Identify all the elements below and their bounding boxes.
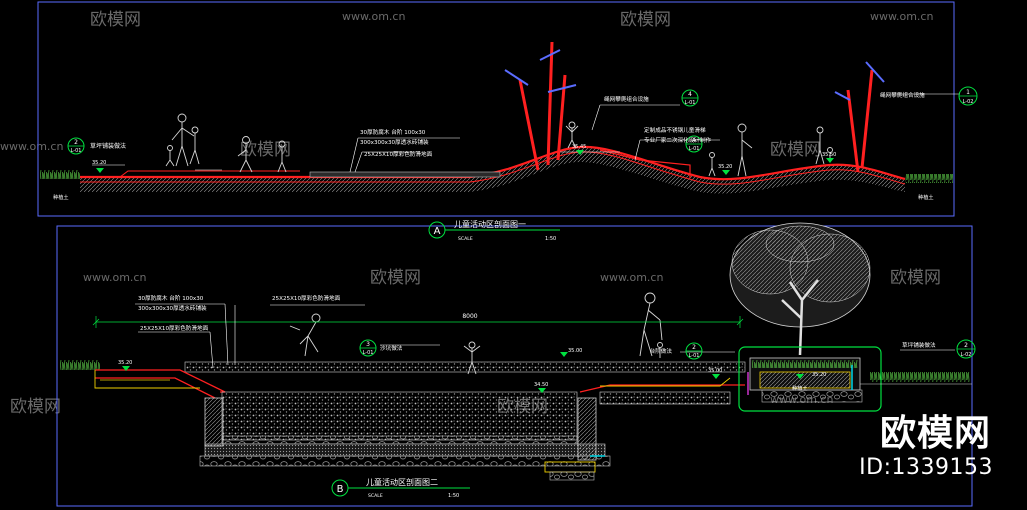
watermark-brand: 欧模网: [90, 10, 141, 30]
svg-text:L-02: L-02: [961, 352, 972, 358]
watermark-site: www.om.cn: [600, 271, 663, 284]
section-a-leaders: [92, 93, 960, 173]
section-b-levels: 35.20 35.00 34.50 35.00 35.20 种植土: [118, 348, 826, 393]
svg-text:1: 1: [966, 89, 970, 96]
sand-pit: [221, 391, 578, 441]
section-a-title-block: A 儿童活动区剖面图一 SCALE 1:50: [428, 219, 560, 242]
watermark-brand-large: 欧模网: [879, 413, 991, 454]
watermark-site: www.om.cn: [0, 140, 63, 153]
section-b-frame: [56, 225, 973, 507]
section-b-marker: B: [337, 484, 344, 495]
section-a-callout-far-right: 1 L-02: [958, 86, 978, 106]
section-b-scale: 1:50: [448, 493, 459, 499]
svg-text:2: 2: [692, 344, 696, 351]
dimension-line: [92, 316, 744, 328]
svg-text:绳网攀爬组合设施: 绳网攀爬组合设施: [880, 91, 925, 99]
svg-text:沙坑做法: 沙坑做法: [380, 344, 403, 352]
svg-text:草坪铺装做法: 草坪铺装做法: [902, 341, 936, 349]
svg-text:L-01: L-01: [685, 100, 696, 106]
section-a-scale-label: SCALE: [458, 236, 473, 242]
section-a-callout-right: 4 L-01: [685, 135, 703, 153]
section-a-callout-rope: 4 L-01: [681, 89, 699, 107]
svg-text:35.20: 35.20: [812, 372, 826, 378]
svg-text:3: 3: [366, 341, 370, 348]
svg-text:2: 2: [964, 342, 968, 349]
svg-text:L-01: L-01: [689, 146, 700, 152]
section-a-title: 儿童活动区剖面图一: [454, 219, 526, 229]
section-a-scale: 1:50: [545, 236, 556, 242]
svg-text:L-01: L-01: [689, 353, 700, 359]
svg-text:定制成品不锈钢儿童滑梯: 定制成品不锈钢儿童滑梯: [644, 126, 706, 134]
svg-text:种植土: 种植土: [53, 193, 69, 201]
section-b-scale-label: SCALE: [368, 493, 383, 499]
section-b-callout-step: 2 L-01 台阶做法: [650, 342, 703, 360]
watermark-brand: 欧模网: [890, 268, 941, 288]
watermark-brand: 欧模网: [240, 140, 291, 160]
watermark-brand: 欧模网: [10, 397, 61, 417]
watermark-brand: 欧模网: [370, 268, 421, 288]
people-figures-b: [289, 292, 663, 375]
svg-text:35.20: 35.20: [718, 164, 732, 170]
svg-text:4: 4: [692, 137, 696, 144]
section-b-paving: [184, 361, 746, 373]
svg-text:35.45: 35.45: [572, 144, 586, 150]
svg-text:2: 2: [74, 139, 78, 146]
section-a-marker: A: [434, 226, 441, 237]
svg-text:34.50: 34.50: [534, 382, 548, 388]
svg-text:草坪铺装做法: 草坪铺装做法: [90, 142, 126, 150]
planter-highlight: [738, 346, 882, 412]
section-b-leaders: [135, 303, 955, 369]
section-b-callout-right: 2 L-02 草坪铺装做法: [902, 339, 976, 359]
section-b-callout-sand: 3 L-01 沙坑做法: [359, 339, 403, 357]
svg-text:L-01: L-01: [71, 148, 82, 154]
dimension-text: 8000: [462, 313, 477, 320]
svg-text:35.00: 35.00: [708, 368, 722, 374]
section-a-annotations: 30厚防腐木 台阶 100x30 300x300x30厚透水砖铺装 25X25X…: [53, 91, 934, 201]
section-b-annotations: 30厚防腐木 台阶 100x30 300x300x30厚透水砖铺装 25X25X…: [138, 294, 341, 332]
svg-text:300x300x30厚透水砖铺装: 300x300x30厚透水砖铺装: [138, 304, 207, 312]
section-b-title-block: B 儿童活动区剖面图二 SCALE 1:50: [331, 477, 470, 499]
svg-text:25X25X10厚彩色防滑地面: 25X25X10厚彩色防滑地面: [140, 324, 209, 332]
svg-text:专业厂家二次深化设计制作: 专业厂家二次深化设计制作: [644, 136, 712, 144]
svg-text:4: 4: [688, 91, 692, 98]
section-a-callout-left: 2 L-01 草坪铺装做法: [67, 137, 126, 155]
watermark-site: www.om.cn: [83, 271, 146, 284]
people-figures: [165, 113, 833, 177]
svg-text:台阶做法: 台阶做法: [650, 347, 673, 355]
watermark-brand: 欧模网: [770, 140, 821, 160]
svg-text:25X25X10厚彩色防滑地面: 25X25X10厚彩色防滑地面: [272, 294, 341, 302]
section-a: 2 L-01 草坪铺装做法 4 L-01 1 L-02 4 L-01 35.20: [40, 41, 978, 242]
climbing-frame-left: [504, 41, 577, 171]
svg-text:种植土: 种植土: [918, 193, 934, 201]
watermark-layer: www.om.cn www.om.cn www.om.cn www.om.cn …: [0, 10, 941, 417]
watermark-id: ID:1339153: [859, 455, 993, 480]
svg-text:绳网攀爬组合设施: 绳网攀爬组合设施: [604, 95, 649, 103]
section-b: 8000 3 L-01 沙坑做法 2 L-01 台阶做法: [60, 222, 976, 499]
svg-text:30厚防腐木 台阶 100x30: 30厚防腐木 台阶 100x30: [138, 294, 204, 302]
svg-text:L-02: L-02: [963, 99, 974, 105]
svg-text:300x300x30厚透水砖铺装: 300x300x30厚透水砖铺装: [360, 138, 429, 146]
section-a-frame: [37, 1, 955, 217]
tree-elevation: [729, 222, 871, 356]
svg-text:25X25X10厚彩色防滑地面: 25X25X10厚彩色防滑地面: [364, 150, 433, 158]
watermark-site: www.om.cn: [870, 10, 933, 23]
svg-text:种植土: 种植土: [792, 384, 808, 392]
watermark-brand: 欧模网: [620, 10, 671, 30]
section-b-title: 儿童活动区剖面图二: [366, 477, 438, 487]
svg-text:30厚防腐木 台阶 100x30: 30厚防腐木 台阶 100x30: [360, 128, 426, 136]
svg-text:L-01: L-01: [363, 350, 374, 356]
climbing-frame-right: [834, 61, 885, 173]
svg-text:35.20: 35.20: [92, 160, 106, 166]
svg-text:35.00: 35.00: [568, 348, 582, 354]
watermark-site: www.om.cn: [342, 10, 405, 23]
svg-text:35.50: 35.50: [822, 152, 836, 158]
svg-text:35.20: 35.20: [118, 360, 132, 366]
section-a-levels: 35.20 35.45 35.20 35.50: [92, 144, 836, 175]
